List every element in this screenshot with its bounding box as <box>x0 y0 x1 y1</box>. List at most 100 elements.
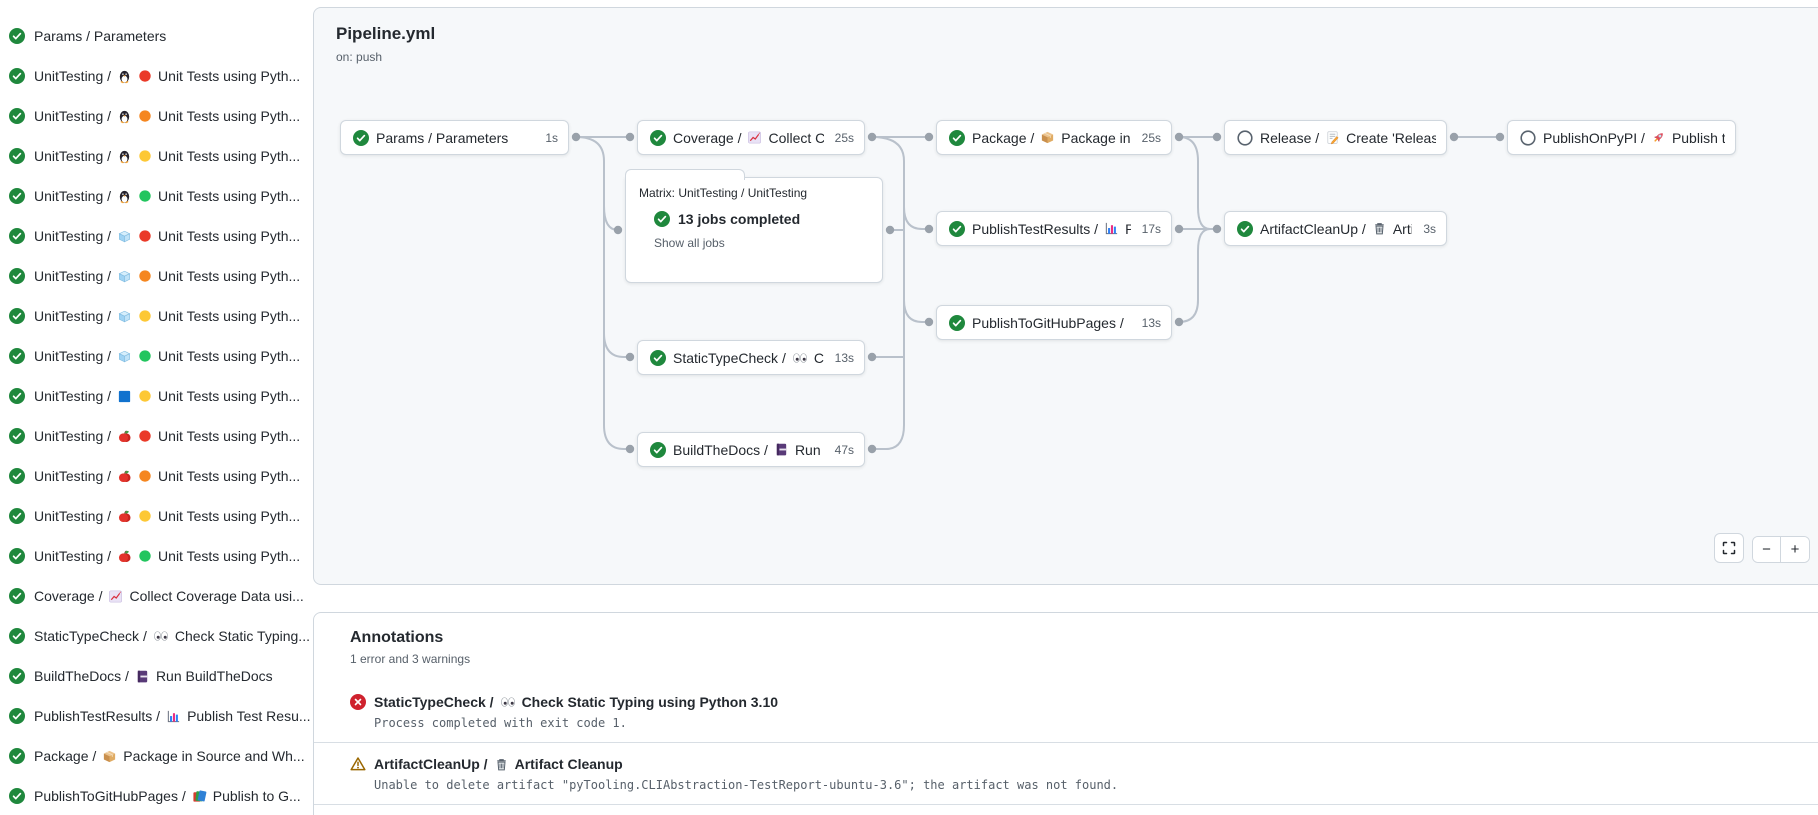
annotations-panel: Annotations 1 error and 3 warnings Stati… <box>313 612 1818 815</box>
zoom-controls: − + <box>314 8 1818 584</box>
label-text: ArtifactCleanUp / <box>374 756 488 772</box>
bar-chart-icon <box>166 709 181 724</box>
label-text: Unit Tests using Pyth... <box>158 548 301 564</box>
sidebar-job[interactable]: UnitTesting /Unit Tests using Pyth... <box>0 296 313 336</box>
label-text: UnitTesting / <box>34 68 112 84</box>
matrix-label: Matrix: UnitTesting / UnitTesting <box>639 186 808 200</box>
zoom-in-button[interactable]: + <box>1781 537 1809 562</box>
check-circle-icon <box>9 308 25 324</box>
check-circle-icon <box>9 148 25 164</box>
yellow-circle-icon <box>138 389 152 403</box>
label-text: Unit Tests using Pyth... <box>158 468 301 484</box>
check-circle-icon <box>949 314 965 331</box>
sidebar-job[interactable]: UnitTesting /Unit Tests using Pyth... <box>0 256 313 296</box>
check-circle-icon <box>9 748 25 764</box>
ice-cube-icon <box>117 349 132 364</box>
check-circle-icon <box>9 228 25 244</box>
sidebar-job[interactable]: PublishToGitHubPages /Publish to G... <box>0 776 313 815</box>
annotation-detail: Process completed with exit code 1. <box>374 716 627 730</box>
check-circle-icon <box>9 668 25 684</box>
red-circle-icon <box>138 229 152 243</box>
graph-node-statictypecheck[interactable]: StaticTypeCheck /Chec...13s <box>637 340 865 375</box>
label-text: UnitTesting / <box>34 428 112 444</box>
job-duration: 1s <box>545 130 558 145</box>
apple-icon <box>117 429 132 444</box>
books-icon <box>1130 315 1131 330</box>
annotations-list: StaticTypeCheck /Check Static Typing usi… <box>314 681 1818 805</box>
sidebar-job[interactable]: UnitTesting /Unit Tests using Pyth... <box>0 136 313 176</box>
graph-node-label: Release /Create 'Release P... <box>1260 130 1436 146</box>
show-all-jobs-link[interactable]: Show all jobs <box>654 236 725 250</box>
sidebar-job-label: UnitTesting /Unit Tests using Pyth... <box>34 428 300 444</box>
check-circle-icon <box>9 788 25 804</box>
sidebar-job[interactable]: UnitTesting /Unit Tests using Pyth... <box>0 216 313 256</box>
sidebar-job[interactable]: UnitTesting /Unit Tests using Pyth... <box>0 416 313 456</box>
sidebar-job-label: UnitTesting /Unit Tests using Pyth... <box>34 228 300 244</box>
sidebar-job[interactable]: UnitTesting /Unit Tests using Pyth... <box>0 176 313 216</box>
green-circle-icon <box>138 549 152 563</box>
check-circle-icon <box>9 628 25 644</box>
sidebar-job[interactable]: UnitTesting /Unit Tests using Pyth... <box>0 536 313 576</box>
label-text: Unit Tests using Pyth... <box>158 308 301 324</box>
check-circle-icon <box>9 28 25 44</box>
sidebar-job-label: UnitTesting / Unit Tests using Pyth... <box>34 68 300 84</box>
annotation-job-link[interactable]: StaticTypeCheck /Check Static Typing usi… <box>374 694 778 710</box>
annotation-job-link[interactable]: ArtifactCleanUp / Artifact Cleanup <box>374 756 1118 772</box>
sidebar-job-label: UnitTesting /Unit Tests using Pyth... <box>34 508 300 524</box>
orange-circle-icon <box>138 109 152 123</box>
graph-node-publishtogithubpages[interactable]: PublishToGitHubPages /...13s <box>936 305 1172 340</box>
sidebar-job[interactable]: Package /Package in Source and Wh... <box>0 736 313 776</box>
sidebar-job[interactable]: UnitTesting / Unit Tests using Pyth... <box>0 456 313 496</box>
pipeline-graph-panel: Pipeline.yml on: push <box>313 7 1818 585</box>
sidebar-job-label: PublishToGitHubPages /Publish to G... <box>34 788 301 804</box>
sidebar-job[interactable]: Params / Parameters <box>0 16 313 56</box>
label-text: PublishTestResults / <box>972 220 1099 237</box>
sidebar-job[interactable]: UnitTesting /Unit Tests using Pyth... <box>0 496 313 536</box>
label-text: UnitTesting / <box>34 468 112 484</box>
graph-node-buildthedocs[interactable]: BuildTheDocs /Run Buil...47s <box>637 432 865 467</box>
label-text: BuildTheDocs / <box>673 441 768 458</box>
matrix-status: 13 jobs completed <box>626 200 882 227</box>
sidebar-job-label: BuildTheDocs /Run BuildTheDocs <box>34 668 273 684</box>
label-text: Unit Tests using Pyth... <box>158 68 301 84</box>
graph-node-release[interactable]: Release /Create 'Release P... <box>1224 120 1447 155</box>
check-circle-icon <box>9 68 25 84</box>
sidebar-job[interactable]: BuildTheDocs /Run BuildTheDocs <box>0 656 313 696</box>
label-text: Run Buil... <box>794 441 824 458</box>
blue-square-icon <box>117 389 132 404</box>
sidebar-job[interactable]: PublishTestResults /Publish Test Resu... <box>0 696 313 736</box>
check-circle-icon <box>9 468 25 484</box>
graph-node-label: PublishTestResults /Pu... <box>972 221 1131 237</box>
graph-node-coverage[interactable]: Coverage /Collect Cove...25s <box>637 120 865 155</box>
label-text: ArtifactCleanUp / <box>1260 220 1366 237</box>
sidebar-job[interactable]: UnitTesting /Unit Tests using Pyth... <box>0 376 313 416</box>
graph-node-artifactcleanup[interactable]: ArtifactCleanUp /Artifac...3s <box>1224 211 1447 246</box>
sidebar-job[interactable]: UnitTesting /Unit Tests using Pyth... <box>0 336 313 376</box>
sidebar-job[interactable]: UnitTesting /Unit Tests using Pyth... <box>0 96 313 136</box>
label-text: Package in So... <box>1061 129 1131 146</box>
check-circle-icon <box>9 108 25 124</box>
label-text: UnitTesting / <box>34 108 112 124</box>
label-text: Artifact Cleanup <box>514 756 623 772</box>
label-text: Chec... <box>813 349 824 366</box>
linux-icon <box>117 109 132 124</box>
graph-node-publishonpypi[interactable]: PublishOnPyPI /Publish to ... <box>1507 120 1736 155</box>
check-circle-icon <box>654 211 670 227</box>
workflow-file-title: Pipeline.yml <box>336 24 436 43</box>
sidebar-job[interactable]: StaticTypeCheck /Check Static Typing... <box>0 616 313 656</box>
zoom-out-button[interactable]: − <box>1753 537 1781 562</box>
zoom-button-group: − + <box>1752 536 1810 563</box>
workflow-trigger: on: push <box>336 50 383 64</box>
sidebar-job-label: Package /Package in Source and Wh... <box>34 748 305 764</box>
graph-node-label: Package /Package in So... <box>972 130 1131 146</box>
graph-node-publishtestresults[interactable]: PublishTestResults /Pu...17s <box>936 211 1172 246</box>
sidebar-job[interactable]: UnitTesting / Unit Tests using Pyth... <box>0 56 313 96</box>
graph-node-package[interactable]: Package /Package in So...25s <box>936 120 1172 155</box>
sidebar-job[interactable]: Coverage /Collect Coverage Data usi... <box>0 576 313 616</box>
fullscreen-button[interactable] <box>1714 533 1744 563</box>
orange-circle-icon <box>138 469 152 483</box>
check-circle-icon <box>949 129 965 146</box>
graph-node-label: StaticTypeCheck /Chec... <box>673 350 824 366</box>
